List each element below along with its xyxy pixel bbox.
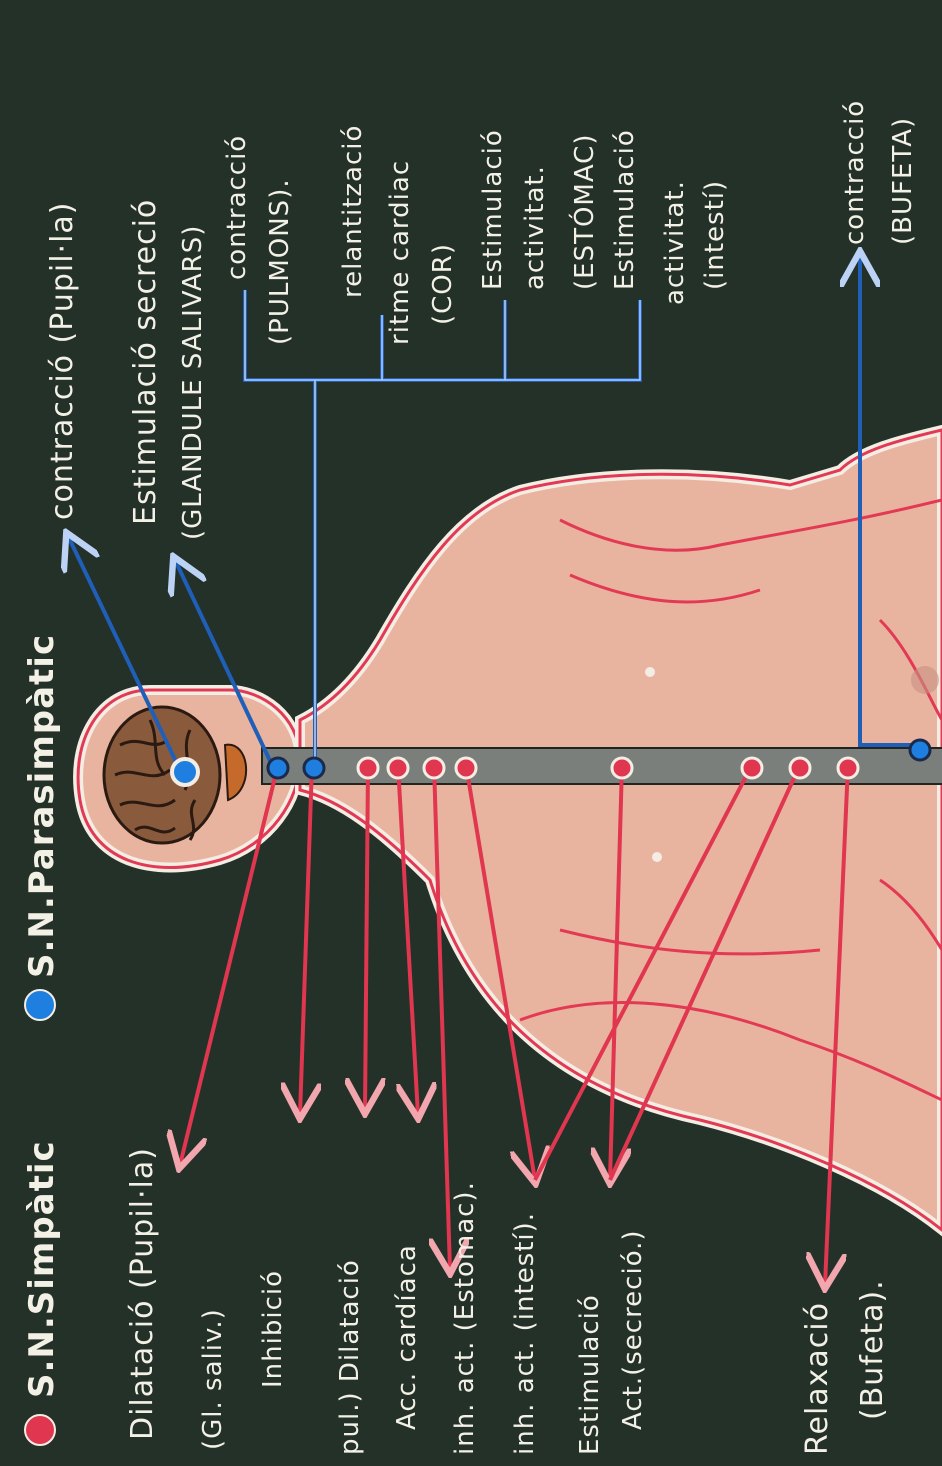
symp-ganglion-3	[424, 758, 444, 778]
legend-sympathetic: S.N.Simpàtic	[22, 1140, 62, 1398]
symp-label-heart: Acc. cardíaca	[392, 1244, 422, 1430]
para-label-intestine-1: Estimulació	[610, 129, 640, 290]
nipple-left	[652, 852, 662, 862]
para-ganglion-2	[304, 758, 324, 778]
symp-ganglion-2	[388, 758, 408, 778]
para-label-lungs-1: contracció	[222, 135, 252, 280]
nipple-right	[645, 667, 655, 677]
symp-label-stomach: inh. act. (Estomac).	[450, 1181, 480, 1455]
symp-ganglion-1	[358, 758, 378, 778]
body-silhouette	[78, 430, 942, 1230]
para-label-saliva-1: Estimulació secreció	[128, 199, 163, 525]
para-ganglion-brain	[172, 759, 198, 785]
symp-label-secretion-2: Act.(secreció.)	[618, 1229, 648, 1430]
para-label-stomach-1: Estimulació	[478, 129, 508, 290]
legend-parasympathetic: S.N.Parasimpàtic	[22, 634, 62, 978]
symp-ganglion-6	[742, 758, 762, 778]
para-label-bladder-2: (BUFETA)	[888, 117, 918, 245]
para-label-intestine-3: (intestí)	[700, 180, 730, 290]
symp-label-secretion-1: Estimulació	[575, 1294, 605, 1455]
para-label-lungs-2: (PULMONS).	[265, 178, 295, 345]
legend-sympathetic-dot	[25, 1415, 55, 1445]
para-label-pupil: contracció (Pupil·la)	[45, 201, 80, 520]
para-label-saliva-2: (GLANDULE SALIVARS)	[178, 225, 208, 540]
symp-ganglion-5	[612, 758, 632, 778]
symp-label-intestine: inh. act. (intestí).	[510, 1212, 540, 1455]
para-label-stomach-3: (ESTÓMAC)	[570, 134, 600, 290]
legend-parasympathetic-dot	[25, 990, 55, 1020]
para-label-bladder-1: contracció	[840, 100, 870, 245]
symp-label-bladder-1: Relaxació	[800, 1302, 835, 1455]
bladder-spot	[911, 666, 939, 694]
para-label-heart-2: ritme cardiac	[385, 160, 415, 345]
symp-label-saliva-1: (Gl. saliv.)	[198, 1308, 228, 1450]
para-label-heart-1: relantització	[338, 125, 368, 298]
symp-label-saliva-2: Inhibició	[258, 1270, 288, 1388]
symp-ganglion-7	[790, 758, 810, 778]
symp-ganglion-4	[456, 758, 476, 778]
para-label-stomach-2: activitat.	[520, 165, 550, 290]
para-ganglion-1	[268, 758, 288, 778]
symp-label-pupil: Dilatació (Pupil·la)	[125, 1147, 160, 1440]
para-label-heart-3: (COR)	[428, 243, 458, 325]
symp-label-lungs: pul.) Dilatació	[335, 1259, 365, 1455]
symp-ganglion-8	[838, 758, 858, 778]
para-ganglion-bladder	[910, 740, 930, 760]
symp-nerve-saliva	[300, 765, 312, 1115]
symp-label-bladder-2: (Bufeta).	[855, 1279, 890, 1420]
para-label-intestine-2: activitat.	[660, 180, 690, 305]
